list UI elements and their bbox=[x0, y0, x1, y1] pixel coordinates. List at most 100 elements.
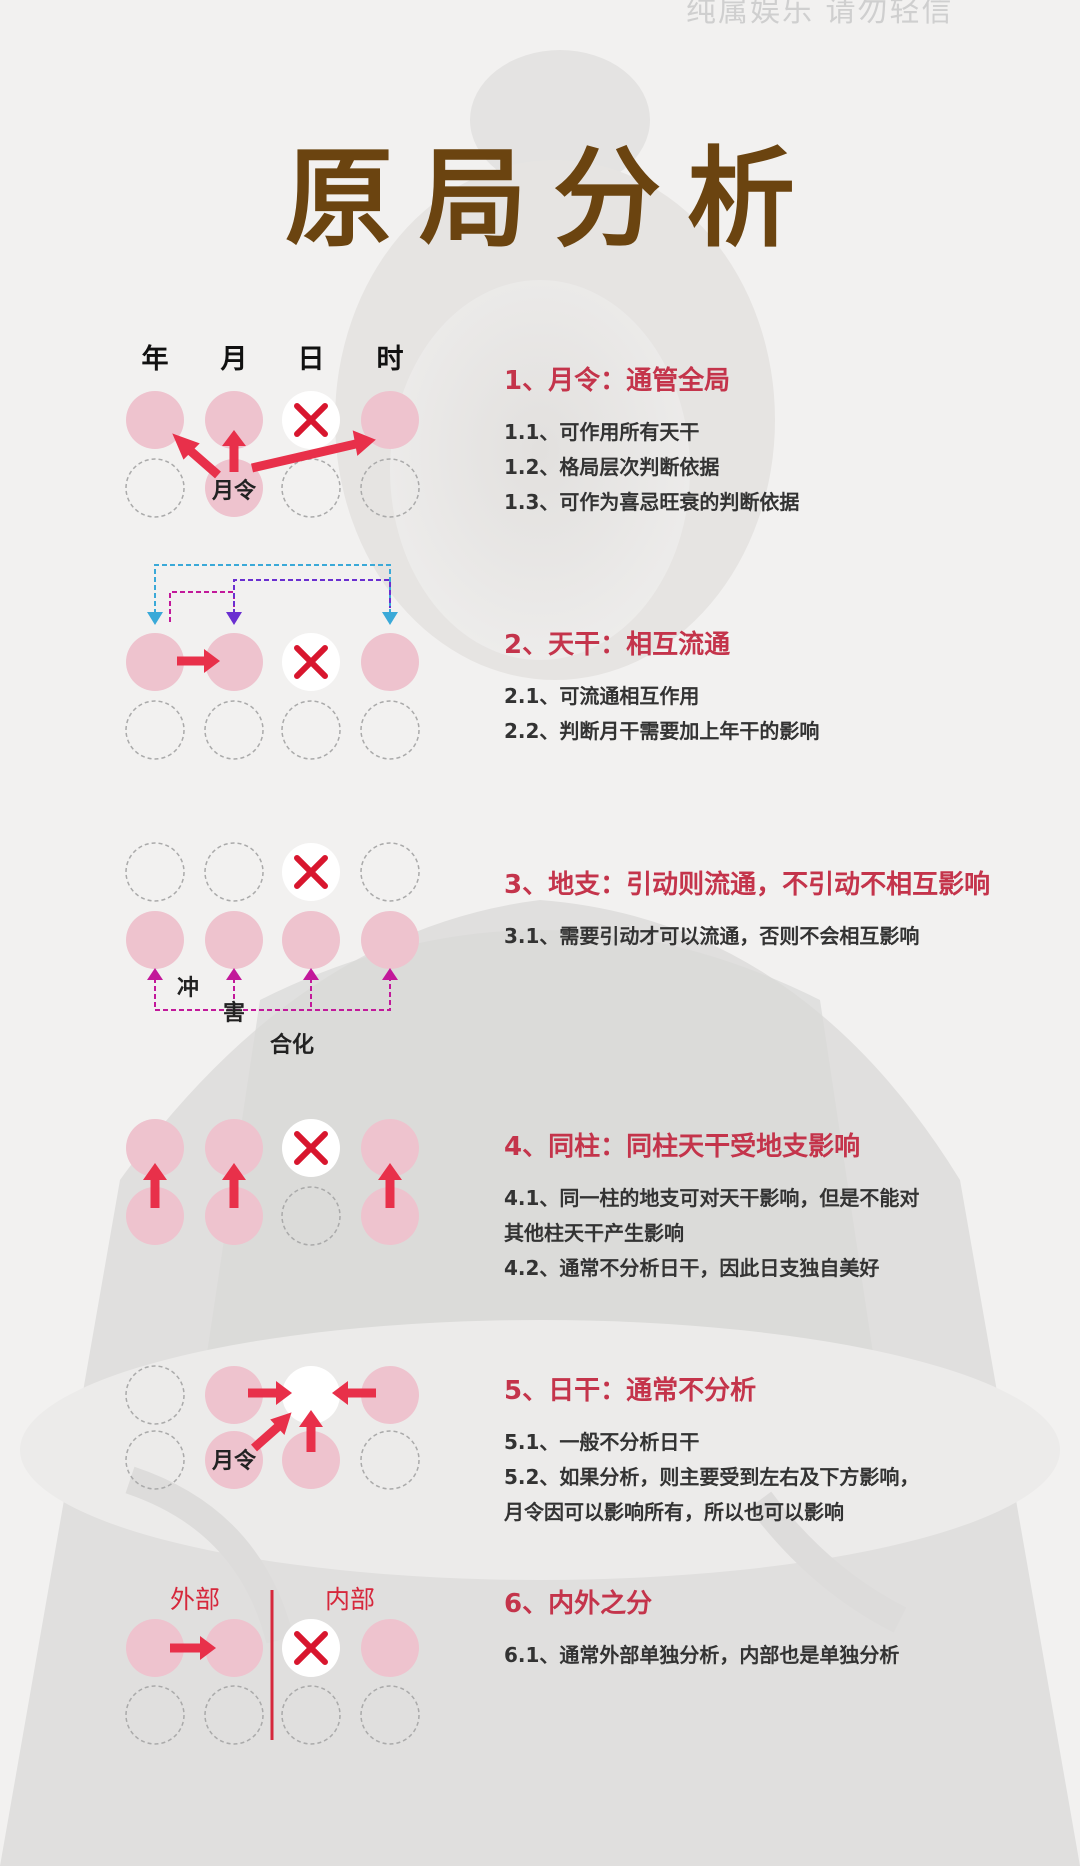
arrow-up-month bbox=[222, 1163, 246, 1208]
section-1: 1、月令：通管全局 1.1、可作用所有天干 1.2、格局层次判断依据 1.3、可… bbox=[504, 360, 1074, 520]
section-item: 月令因可以影响所有，所以也可以影响 bbox=[504, 1500, 844, 1524]
arrowhead-blue bbox=[382, 612, 398, 625]
section-heading: 6、内外之分 bbox=[504, 1589, 653, 1619]
stem-circle bbox=[361, 633, 419, 691]
section-item: 4.1、同一柱的地支可对天干影响，但是不能对 bbox=[504, 1186, 920, 1210]
stem-circle bbox=[125, 1365, 185, 1425]
section-heading: 2、天干：相互流通 bbox=[504, 630, 731, 660]
diagram-4 bbox=[126, 1119, 419, 1246]
section-5: 5、日干：通常不分析 5.1、一般不分析日干 5.2、如果分析，则主要受到左右及… bbox=[504, 1370, 1074, 1530]
branch-circle bbox=[281, 1186, 341, 1246]
section-item: 1.2、格局层次判断依据 bbox=[504, 455, 720, 479]
arrowhead-purple bbox=[226, 612, 242, 625]
branch-circle bbox=[126, 911, 184, 969]
stem-circle bbox=[126, 1119, 184, 1177]
arrowhead-blue bbox=[147, 612, 163, 625]
stem-circle bbox=[126, 633, 184, 691]
stem-circle bbox=[205, 1366, 263, 1424]
diagram-6: 外部 内部 bbox=[125, 1585, 420, 1745]
column-label-hour: 时 bbox=[377, 344, 404, 375]
branch-circle bbox=[205, 1187, 263, 1245]
branch-circle bbox=[205, 911, 263, 969]
arrow-up-hour bbox=[378, 1163, 402, 1208]
arrow-to-year bbox=[172, 433, 221, 479]
section-heading: 5、日干：通常不分析 bbox=[504, 1376, 757, 1406]
diagram-2 bbox=[125, 564, 420, 760]
stem-circle bbox=[126, 1619, 184, 1677]
section-item: 4.2、通常不分析日干，因此日支独自美好 bbox=[504, 1256, 880, 1280]
arrowhead-magenta bbox=[382, 968, 398, 980]
dash-link-magenta bbox=[169, 591, 235, 622]
section-item: 5.1、一般不分析日干 bbox=[504, 1430, 700, 1454]
label-hehua: 合化 bbox=[270, 1032, 314, 1058]
dash-link-magenta bbox=[154, 978, 391, 1011]
column-label-year: 年 bbox=[142, 343, 169, 375]
arrow-year-to-month bbox=[177, 649, 220, 673]
arrow-to-hour bbox=[250, 430, 376, 473]
section-heading: 1、月令：通管全局 bbox=[504, 366, 731, 396]
branch-circle bbox=[361, 911, 419, 969]
section-3: 3、地支：引动则流通，不引动不相互影响 3.1、需要引动才可以流通，否则不会相互… bbox=[504, 864, 1074, 954]
section-item: 2.2、判断月干需要加上年干的影响 bbox=[504, 719, 820, 743]
stem-circle bbox=[205, 391, 263, 449]
arrow-up-year bbox=[143, 1163, 167, 1208]
branch-circle bbox=[204, 1685, 264, 1745]
label-outer: 外部 bbox=[170, 1585, 220, 1614]
arrow-yueling-to-day bbox=[251, 1412, 292, 1452]
page-title: 原局分析 bbox=[284, 136, 821, 262]
label-hai: 害 bbox=[223, 1000, 245, 1026]
stem-circle bbox=[361, 391, 419, 449]
section-4: 4、同柱：同柱天干受地支影响 4.1、同一柱的地支可对天干影响，但是不能对 其他… bbox=[504, 1126, 1074, 1286]
stem-circle bbox=[204, 842, 264, 902]
branch-circle bbox=[360, 1685, 420, 1745]
branch-circle bbox=[361, 1187, 419, 1245]
label-inner: 内部 bbox=[325, 1585, 375, 1614]
arrow-right-to-day bbox=[332, 1381, 376, 1405]
branch-circle bbox=[360, 700, 420, 760]
branch-circle bbox=[125, 700, 185, 760]
stem-circle bbox=[205, 1619, 263, 1677]
label-yueling: 月令 bbox=[211, 478, 257, 504]
arrowhead-magenta bbox=[147, 968, 163, 980]
arrow-to-month bbox=[222, 430, 246, 472]
section-item: 2.1、可流通相互作用 bbox=[504, 684, 700, 708]
cross-icon bbox=[294, 403, 328, 437]
section-item: 6.1、通常外部单独分析，内部也是单独分析 bbox=[504, 1643, 900, 1667]
branch-circle bbox=[282, 1431, 340, 1489]
day-master-circle bbox=[282, 1366, 340, 1424]
diagram-1: 月令 bbox=[125, 391, 420, 518]
branch-circle bbox=[360, 1430, 420, 1490]
stem-circle bbox=[205, 633, 263, 691]
stem-circle bbox=[361, 1619, 419, 1677]
stem-circle bbox=[125, 842, 185, 902]
branch-circle bbox=[204, 700, 264, 760]
stem-circle bbox=[205, 1119, 263, 1177]
cross-icon bbox=[294, 645, 328, 679]
cross-icon bbox=[294, 855, 328, 889]
section-item: 1.1、可作用所有天干 bbox=[504, 420, 700, 444]
section-item: 3.1、需要引动才可以流通，否则不会相互影响 bbox=[504, 924, 920, 948]
branch-circle bbox=[205, 1431, 263, 1489]
watermark-text: 纯属娱乐 请勿轻信 bbox=[686, 0, 954, 24]
stem-circle bbox=[361, 1119, 419, 1177]
arrowhead-magenta bbox=[303, 968, 319, 980]
label-chong: 冲 bbox=[177, 976, 199, 1001]
dash-link-blue bbox=[154, 564, 391, 622]
dash-link-purple bbox=[233, 579, 391, 622]
section-item: 1.3、可作为喜忌旺衰的判断依据 bbox=[504, 490, 800, 514]
arrow-left-to-day bbox=[248, 1381, 292, 1405]
diagram-3: 冲 害 合化 bbox=[125, 842, 420, 1058]
cross-icon bbox=[294, 1131, 328, 1165]
section-heading: 3、地支：引动则流通，不引动不相互影响 bbox=[504, 870, 991, 900]
section-heading: 4、同柱：同柱天干受地支影响 bbox=[504, 1132, 861, 1162]
stem-circle bbox=[126, 391, 184, 449]
branch-circle bbox=[125, 458, 185, 518]
cross-icon bbox=[294, 1631, 328, 1665]
arrow-below-to-day bbox=[299, 1410, 323, 1452]
stem-circle bbox=[361, 1366, 419, 1424]
label-yueling: 月令 bbox=[211, 1448, 257, 1474]
arrow-year-to-month bbox=[170, 1636, 216, 1660]
branch-circle bbox=[281, 458, 341, 518]
branch-circle bbox=[281, 700, 341, 760]
